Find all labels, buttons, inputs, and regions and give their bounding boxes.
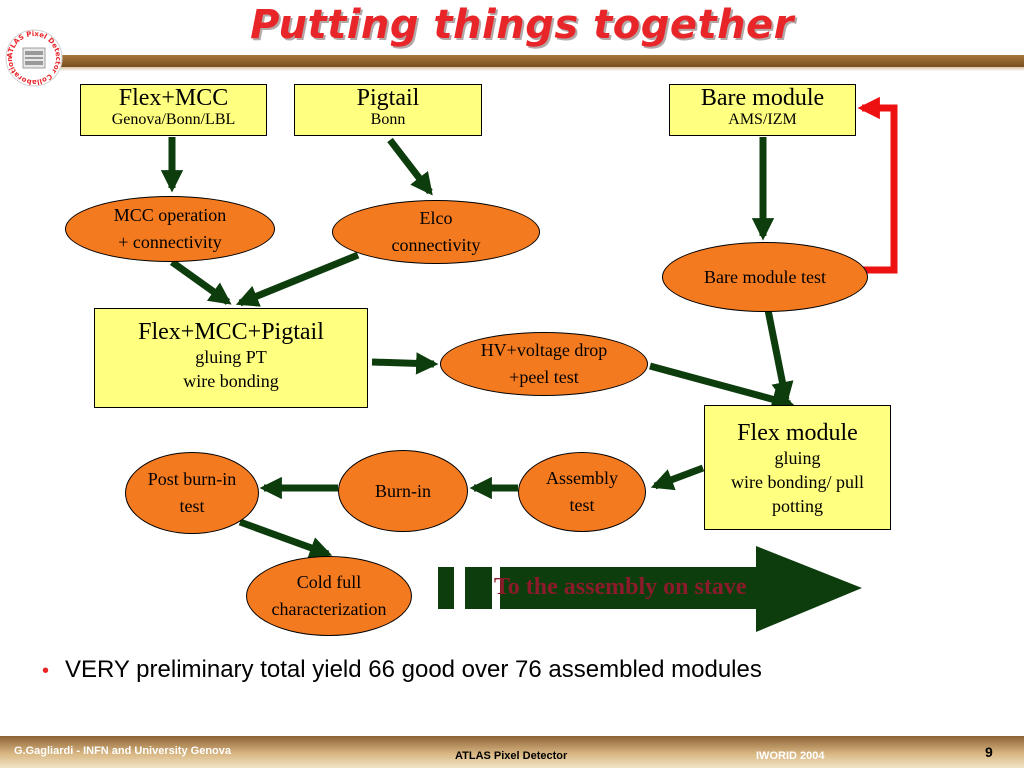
footer-bar xyxy=(0,736,1024,768)
oval-hv-voltage-drop: HV+voltage drop +peel test xyxy=(440,332,648,396)
oval-hv-line2: +peel test xyxy=(509,367,579,387)
oval-elco-line1: Elco xyxy=(419,208,453,228)
box-bare-module-title: Bare module xyxy=(700,85,825,111)
oval-bare-module-test: Bare module test xyxy=(662,242,868,312)
stave-arrow-bar-1 xyxy=(438,567,454,609)
footer-center: ATLAS Pixel Detector xyxy=(455,750,568,762)
title-divider xyxy=(60,55,1024,67)
arrow-elco-to-fmp xyxy=(235,251,360,307)
box-pigtail-title: Pigtail xyxy=(356,85,420,111)
oval-burn-in-line1: Burn-in xyxy=(375,480,431,501)
box-bare-module: Bare module AMS/IZM xyxy=(669,84,856,136)
box-flex-mcc-sub: Genova/Bonn/LBL xyxy=(111,111,236,128)
arrow-flex-module-to-assembly xyxy=(650,464,705,491)
arrow-pigtail-to-elco xyxy=(387,137,433,196)
box-pigtail-sub: Bonn xyxy=(370,111,406,128)
arrow-post-to-cold xyxy=(238,518,333,559)
footer-event: IWORID 2004 xyxy=(756,750,825,762)
footer-author: G.Gagliardi - INFN and University Genova xyxy=(14,745,231,757)
oval-cold-line1: Cold full xyxy=(296,572,362,592)
arrow-hv-to-flex-module xyxy=(649,362,795,411)
box-pigtail: Pigtail Bonn xyxy=(294,84,482,136)
page-title: Putting things together xyxy=(250,2,794,48)
stave-arrow-label: To the assembly on stave xyxy=(494,574,747,600)
oval-post-line2: test xyxy=(179,496,205,516)
box-flex-module-line2: wire bonding/ pull xyxy=(731,472,864,492)
arrow-fmp-to-hv xyxy=(371,352,439,375)
oval-assembly-line2: test xyxy=(569,495,595,515)
oval-post-burn-in-test: Post burn-in test xyxy=(125,452,259,534)
yield-bullet-text: VERY preliminary total yield 66 good ove… xyxy=(65,656,762,683)
arrow-bare-test-feedback xyxy=(857,96,898,274)
yield-bullet: • VERY preliminary total yield 66 good ov… xyxy=(42,656,762,684)
atlas-pixel-collaboration-logo-icon: ATLAS Pixel Detector Collaboration xyxy=(5,29,63,87)
bullet-dot-icon: • xyxy=(42,660,50,682)
box-fmp-line1: gluing PT xyxy=(195,347,267,367)
oval-assembly-test: Assembly test xyxy=(518,452,646,532)
oval-mcc-operation-line2: + connectivity xyxy=(118,232,222,252)
arrow-bare-test-to-flex-module xyxy=(764,309,794,405)
footer-page-number: 9 xyxy=(985,744,993,760)
box-fmp-title: Flex+MCC+Pigtail xyxy=(138,319,324,345)
oval-hv-line1: HV+voltage drop xyxy=(480,340,608,360)
box-bare-module-sub: AMS/IZM xyxy=(728,111,797,128)
box-flex-mcc-pigtail: Flex+MCC+Pigtail gluing PT wire bonding xyxy=(94,308,368,408)
box-flex-module-title: Flex module xyxy=(737,420,858,446)
oval-cold-full-characterization: Cold full characterization xyxy=(246,556,412,636)
arrow-mcc-operation-to-fmp xyxy=(169,259,232,305)
box-fmp-line2: wire bonding xyxy=(183,371,279,391)
box-flex-module-line1: gluing xyxy=(774,448,821,468)
oval-bare-module-test-line1: Bare module test xyxy=(704,266,826,287)
oval-post-line1: Post burn-in xyxy=(147,469,237,489)
stave-arrow-bar-2 xyxy=(465,567,492,609)
oval-cold-line2: characterization xyxy=(271,599,387,619)
box-flex-mcc-title: Flex+MCC xyxy=(118,85,229,111)
oval-elco-connectivity: Elco connectivity xyxy=(332,200,540,264)
title-divider-highlight xyxy=(60,67,1024,71)
box-flex-mcc: Flex+MCC Genova/Bonn/LBL xyxy=(80,84,267,136)
oval-burn-in: Burn-in xyxy=(338,450,468,532)
oval-elco-line2: connectivity xyxy=(391,235,481,255)
oval-mcc-operation: MCC operation + connectivity xyxy=(65,196,275,262)
box-flex-module-line3: potting xyxy=(771,496,823,516)
box-flex-module: Flex module gluing wire bonding/ pull po… xyxy=(704,405,891,530)
oval-assembly-line1: Assembly xyxy=(546,468,618,488)
oval-mcc-operation-line1: MCC operation xyxy=(113,205,227,225)
